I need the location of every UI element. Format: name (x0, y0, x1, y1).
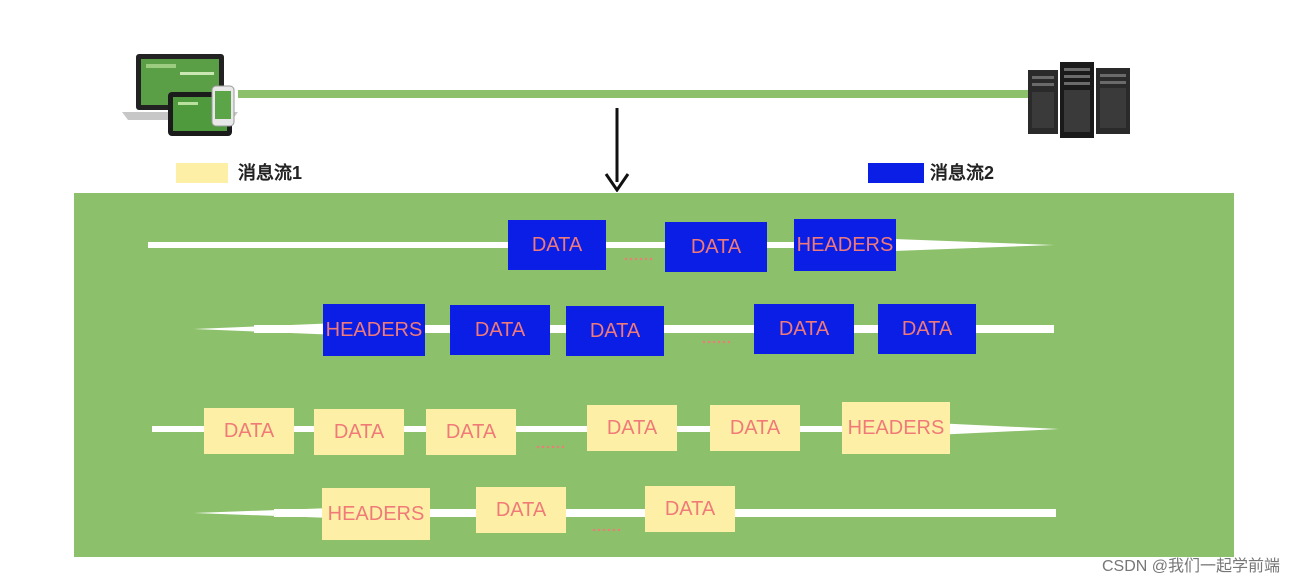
lane-4-frame-1: HEADERS (322, 488, 430, 540)
lane-4-frame-2: DATA (476, 487, 566, 533)
lane-3-frame-5: DATA (710, 405, 800, 451)
legend-swatch-stream-1 (176, 163, 228, 183)
server-rack-icon (1026, 58, 1132, 138)
stream-panel: DATA DATA HEADERS HEADERS DATA DATA DATA… (74, 193, 1234, 557)
lane-2-frame-1: HEADERS (323, 304, 425, 356)
legend-label-stream-2: 消息流2 (930, 163, 995, 183)
lane-4-frame-3: DATA (645, 486, 735, 532)
gap-dots-lane-1 (624, 257, 653, 261)
lane-2-frame-2: DATA (450, 305, 550, 355)
gap-dots-lane-3 (536, 445, 565, 449)
gap-dots-lane-2 (702, 340, 731, 344)
devices-icon (118, 50, 246, 142)
lane-2-frame-5: DATA (878, 304, 976, 354)
down-arrow-icon (600, 108, 634, 193)
lane-3-frame-6: HEADERS (842, 402, 950, 454)
legend-label-stream-1: 消息流1 (238, 163, 303, 183)
lane-2-frame-3: DATA (566, 306, 664, 356)
lane-3-frame-3: DATA (426, 409, 516, 455)
gap-dots-lane-4 (592, 528, 621, 532)
lane-1-frame-3: HEADERS (794, 219, 896, 271)
watermark: CSDN @我们一起学前端 (1101, 558, 1280, 575)
lane-3-frame-1: DATA (204, 408, 294, 454)
lane-3-frame-2: DATA (314, 409, 404, 455)
gap-dots (536, 257, 731, 532)
lane-3-track (152, 423, 1059, 435)
lane-1-frame-1: DATA (508, 220, 606, 270)
connection-line (238, 90, 1030, 98)
lane-1-frame-2: DATA (665, 222, 767, 272)
legend-swatch-stream-2 (868, 163, 924, 183)
lane-2-frame-4: DATA (754, 304, 854, 354)
lane-3-frame-4: DATA (587, 405, 677, 451)
